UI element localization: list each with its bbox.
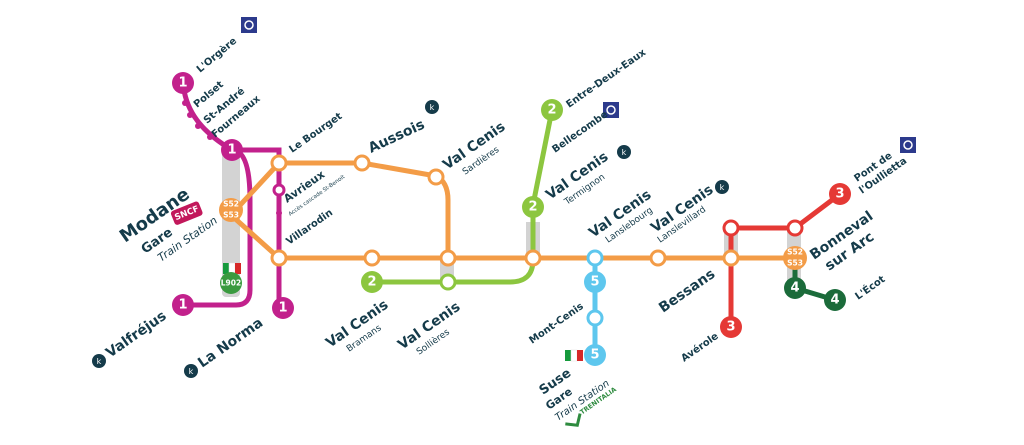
label-la-norma: La Norma (195, 315, 266, 371)
ski-lift-icon: k (184, 364, 198, 378)
line-1-terminus-orgere[interactable]: 1 (172, 72, 194, 94)
svg-text:2: 2 (528, 200, 537, 215)
station-mont-cenis[interactable] (586, 309, 604, 327)
ski-lift-icon: k (425, 100, 439, 114)
ski-resort-icon (900, 137, 916, 153)
label-ecot: L'Écot (852, 272, 887, 302)
svg-text:2: 2 (547, 103, 556, 118)
label-entre-deux-eaux: Entre-Deux-Eaux (564, 47, 648, 111)
svg-text:3: 3 (726, 320, 735, 335)
line-3-terminus-averole[interactable]: 3 (720, 316, 742, 338)
svg-text:1: 1 (178, 298, 187, 313)
label-bessans: Bessans (656, 266, 718, 316)
line-2-terminus-entre-deux-eaux[interactable]: 2 (541, 99, 563, 121)
italy-flag-icon (565, 349, 583, 362)
svg-text:S53: S53 (223, 211, 239, 220)
station-sollieres[interactable] (439, 249, 457, 267)
line-4-terminus-bonneval[interactable]: 4 (784, 277, 806, 299)
svg-text:L902: L902 (221, 279, 241, 288)
line-2-terminus-termignon[interactable]: 2 (522, 196, 544, 218)
station-lanslebourg[interactable] (586, 249, 604, 267)
s52-s53-badge-modane: S52 S53 (219, 198, 243, 222)
svg-text:4: 4 (790, 281, 799, 296)
label-avrieux: Avrieux (281, 168, 327, 206)
station-lanslevillard[interactable] (649, 249, 667, 267)
station-bessans[interactable] (722, 249, 740, 267)
station-avrieux[interactable] (272, 183, 286, 197)
line-1-terminus-modane[interactable]: 1 (221, 139, 243, 161)
ski-lift-icon: k (92, 354, 106, 368)
line-5-terminus-suse[interactable]: 5 (584, 344, 606, 366)
s52-s53-badge-bonneval: S52 S53 (783, 246, 807, 270)
ski-resort-icon (241, 17, 257, 33)
svg-text:3: 3 (835, 187, 844, 202)
line-2-terminus-bramans[interactable]: 2 (361, 271, 383, 293)
ski-resort-icon (603, 102, 619, 118)
svg-text:1: 1 (227, 143, 236, 158)
station-bessans-red[interactable] (722, 219, 740, 237)
label-orgere: L'Orgère (194, 35, 239, 76)
line-1-terminus-valfrejus[interactable]: 1 (172, 294, 194, 316)
label-averole: Avérole (679, 330, 721, 364)
station-aussois[interactable] (353, 154, 371, 172)
ski-lift-icon: k (715, 180, 729, 194)
svg-text:S52: S52 (787, 248, 803, 257)
svg-text:1: 1 (278, 301, 287, 316)
station-villarodin[interactable] (270, 249, 288, 267)
svg-text:5: 5 (590, 275, 599, 290)
label-mont-cenis: Mont-Cenis (527, 301, 585, 346)
stations (270, 154, 804, 327)
label-le-bourget: Le Bourget (287, 111, 344, 156)
svg-text:S52: S52 (223, 200, 239, 209)
svg-text:k: k (97, 357, 102, 366)
station-sardieres[interactable] (427, 168, 445, 186)
l902-badge: L902 (220, 272, 242, 294)
svg-text:k: k (430, 103, 435, 112)
svg-text:k: k (189, 367, 194, 376)
label-valfrejus: Valfréjus (103, 308, 169, 361)
station-bramans-orange[interactable] (363, 249, 381, 267)
line-1-stop-dots (182, 100, 282, 216)
svg-text:5: 5 (590, 348, 599, 363)
line-3 (728, 191, 843, 330)
svg-text:2: 2 (367, 275, 376, 290)
svg-text:S53: S53 (787, 259, 803, 268)
label-aussois: Aussois (366, 117, 427, 157)
svg-text:1: 1 (178, 76, 187, 91)
line-1-terminus-la-norma[interactable]: 1 (272, 297, 294, 319)
line-4-terminus-ecot[interactable]: 4 (824, 289, 846, 311)
svg-text:4: 4 (830, 293, 839, 308)
ski-lift-icon: k (617, 145, 631, 159)
sncf-logo: SNCF (170, 201, 203, 225)
station-bonneval-red[interactable] (786, 219, 804, 237)
station-le-bourget[interactable] (270, 154, 288, 172)
line-3-terminus-pont-de-oullietta[interactable]: 3 (829, 183, 851, 205)
station-termignon[interactable] (524, 249, 542, 267)
station-sollieres-green[interactable] (439, 273, 457, 291)
svg-text:k: k (622, 148, 627, 157)
svg-text:k: k (720, 183, 725, 192)
line-5-terminus-lanslebourg[interactable]: 5 (584, 271, 606, 293)
